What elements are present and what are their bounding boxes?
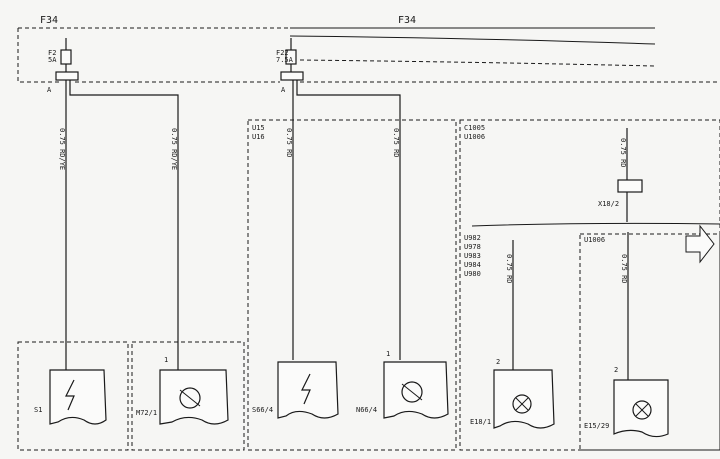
motor-icon — [179, 387, 201, 409]
component-n66-4-pin: 1 — [386, 350, 390, 358]
component-s1-name: S1 — [34, 406, 42, 414]
group-u982: U982 — [464, 234, 481, 242]
lamp-icon-2 — [632, 400, 652, 420]
component-e15-29: 2 E15/29 — [584, 366, 669, 438]
connector-x18-2 — [617, 179, 643, 193]
group-box-u15 — [247, 119, 457, 451]
component-box-s1 — [17, 341, 129, 451]
fuse-f2: F2 5A A — [47, 38, 79, 94]
fuse-box-label-right: F34 — [398, 15, 416, 26]
fuse-f2-name: F2 — [48, 49, 56, 57]
component-m72-1-pin: 1 — [164, 356, 168, 364]
group-c1005: C1005 — [464, 124, 485, 132]
component-e15-29-pin: 2 — [614, 366, 618, 374]
group-u1006-sub: U1006 — [584, 236, 605, 244]
wire-w1-label: 0.75 RD/YE — [58, 128, 66, 170]
fuse-f22-name: F22 — [276, 49, 289, 57]
group-u978: U978 — [464, 243, 481, 251]
continue-arrow-icon — [685, 224, 715, 264]
fuse-box-enclosure — [17, 28, 720, 83]
component-s66-4: S66/4 — [252, 361, 339, 419]
component-e18-1-name: E18/1 — [470, 418, 491, 426]
component-m72-1: 1 M72/1 — [136, 356, 229, 425]
wire-w3-label: 0.75 RD — [285, 128, 293, 158]
wire-w4-label: 0.75 RD — [392, 128, 400, 158]
fuse-f22-pin: A — [281, 86, 286, 94]
wire-w7-label: 0.75 RD — [620, 254, 628, 284]
fuse-f2-pin: A — [47, 86, 52, 94]
wire-w5-label: 0.75 RD — [619, 138, 627, 168]
component-s1: S1 — [34, 369, 107, 425]
motor-icon-2 — [401, 381, 423, 403]
fuse-box-inner-edge — [299, 59, 656, 67]
bus-line — [471, 222, 720, 227]
group-u1006: U1006 — [464, 133, 485, 141]
fuse-f2-rating: 5A — [48, 56, 57, 64]
wire-w2 — [69, 80, 179, 370]
component-e18-1: 2 E18/1 — [470, 358, 555, 429]
fuse-f22: F22 7.5A A — [276, 38, 304, 94]
lamp-icon — [512, 394, 532, 414]
fuse-f22-rating: 7.5A — [276, 56, 294, 64]
wire-w4 — [296, 80, 401, 360]
switch-icon-2 — [301, 373, 311, 405]
component-e18-1-pin: 2 — [496, 358, 500, 366]
connector-x18-2-label: X18/2 — [598, 200, 619, 208]
group-box-u1006-sub — [579, 233, 720, 451]
component-m72-1-name: M72/1 — [136, 409, 157, 417]
group-u980: U980 — [464, 270, 481, 278]
wire-w2-label: 0.75 RD/YE — [170, 128, 178, 170]
component-s66-4-name: S66/4 — [252, 406, 273, 414]
group-box-c1005 — [459, 119, 720, 451]
component-e15-29-name: E15/29 — [584, 422, 609, 430]
fuse-box-bus-curve — [289, 35, 656, 45]
group-u984: U984 — [464, 261, 481, 269]
fuse-box-label: F34 — [40, 15, 58, 26]
group-u983: U983 — [464, 252, 481, 260]
component-box-m72 — [131, 341, 245, 451]
switch-icon — [65, 379, 75, 411]
wire-w6-label: 0.75 RD — [505, 254, 513, 284]
group-u16: U16 — [252, 133, 265, 141]
component-n66-4-name: N66/4 — [356, 406, 377, 414]
group-u15: U15 — [252, 124, 265, 132]
component-n66-4: 1 N66/4 — [356, 350, 449, 419]
